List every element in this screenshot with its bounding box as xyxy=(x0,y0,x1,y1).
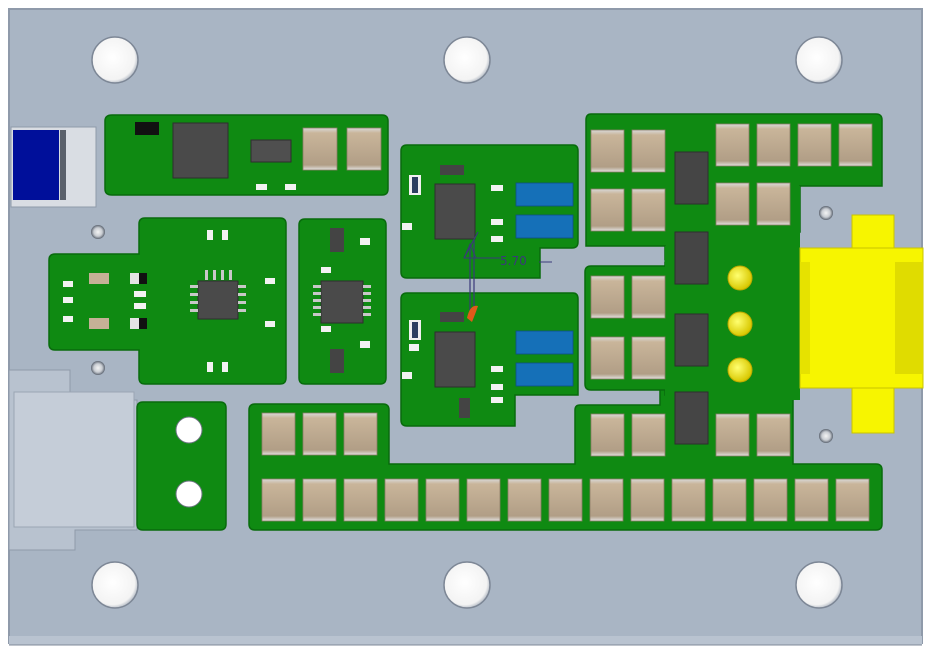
capacitor xyxy=(715,182,750,226)
screw xyxy=(819,206,833,220)
screw xyxy=(819,429,833,443)
through-holes xyxy=(175,416,203,508)
led xyxy=(727,311,753,337)
through-hole xyxy=(175,416,203,444)
dimension-label: 5.70 xyxy=(500,254,527,268)
ic-chip xyxy=(434,331,476,388)
ic-chip xyxy=(459,398,470,418)
ic-chip xyxy=(440,312,464,322)
ic-chip xyxy=(674,151,709,205)
ic-chip xyxy=(172,122,229,179)
ic-chip xyxy=(330,349,344,373)
ic-chip xyxy=(135,122,159,135)
power-connector xyxy=(799,214,924,434)
ic-chip xyxy=(250,139,292,163)
capacitor xyxy=(261,478,296,522)
capacitor xyxy=(590,129,625,173)
capacitor xyxy=(384,478,419,522)
resistor xyxy=(89,318,109,329)
capacitor xyxy=(631,129,666,173)
resistor xyxy=(130,318,147,329)
capacitor xyxy=(838,123,873,167)
capacitor xyxy=(631,413,666,457)
resistor xyxy=(130,273,147,284)
capacitor xyxy=(261,412,296,456)
capacitor-row xyxy=(261,478,870,522)
led-indicators xyxy=(727,265,753,383)
capacitor xyxy=(589,478,624,522)
ic-chip xyxy=(434,183,476,240)
capacitors xyxy=(261,123,873,457)
mounting-hole xyxy=(91,36,139,84)
capacitor xyxy=(630,478,665,522)
ic-chip xyxy=(674,391,709,445)
capacitor xyxy=(756,413,791,457)
led xyxy=(727,265,753,291)
capacitor xyxy=(507,478,542,522)
screw xyxy=(91,225,105,239)
ic-pins xyxy=(190,270,371,316)
capacitor xyxy=(548,478,583,522)
blue-pad xyxy=(515,362,574,387)
mounting-hole xyxy=(795,36,843,84)
pcb-board xyxy=(48,217,287,385)
ic-chip xyxy=(440,165,464,175)
screws xyxy=(91,206,833,443)
capacitor xyxy=(631,275,666,319)
mounting-hole xyxy=(91,561,139,609)
ic-chip xyxy=(320,280,364,324)
mounting-holes xyxy=(91,36,843,609)
integrated-circuits xyxy=(135,122,709,445)
capacitor xyxy=(343,412,378,456)
mounting-hole xyxy=(443,561,491,609)
blue-pad xyxy=(515,182,574,207)
capacitor xyxy=(712,478,747,522)
capacitor xyxy=(466,478,501,522)
ic-chip xyxy=(330,228,344,252)
capacitor xyxy=(797,123,832,167)
capacitor xyxy=(756,182,791,226)
capacitor xyxy=(302,412,337,456)
capacitor xyxy=(343,478,378,522)
usb-port xyxy=(10,126,97,208)
capacitor xyxy=(590,336,625,380)
mounting-hole xyxy=(795,561,843,609)
pcb-board xyxy=(400,144,579,279)
capacitor xyxy=(794,478,829,522)
capacitor xyxy=(671,478,706,522)
capacitor xyxy=(302,127,338,171)
ic-chip xyxy=(674,313,709,367)
capacitor xyxy=(631,188,666,232)
capacitor xyxy=(753,478,788,522)
pcb-board xyxy=(136,401,227,531)
resistors xyxy=(89,175,421,340)
capacitor xyxy=(590,275,625,319)
capacitor xyxy=(302,478,337,522)
capacitor xyxy=(631,336,666,380)
capacitor xyxy=(715,413,750,457)
capacitor xyxy=(425,478,460,522)
capacitor xyxy=(715,123,750,167)
marker-icon xyxy=(467,305,478,322)
capacitor xyxy=(756,123,791,167)
resistor xyxy=(89,273,109,284)
capacitor xyxy=(590,413,625,457)
ic-chip xyxy=(674,231,709,285)
blue-pads xyxy=(515,182,574,387)
dimension-annotation: 5.70 xyxy=(463,231,552,322)
through-hole xyxy=(175,480,203,508)
capacitor xyxy=(346,127,382,171)
capacitor xyxy=(590,188,625,232)
pcb-board xyxy=(400,292,579,427)
screw xyxy=(91,361,105,375)
mounting-hole xyxy=(443,36,491,84)
led xyxy=(727,357,753,383)
smd-pads xyxy=(63,184,503,403)
blue-pad xyxy=(515,214,574,239)
ic-chip xyxy=(197,280,239,320)
blue-pad xyxy=(515,330,574,355)
capacitor xyxy=(835,478,870,522)
